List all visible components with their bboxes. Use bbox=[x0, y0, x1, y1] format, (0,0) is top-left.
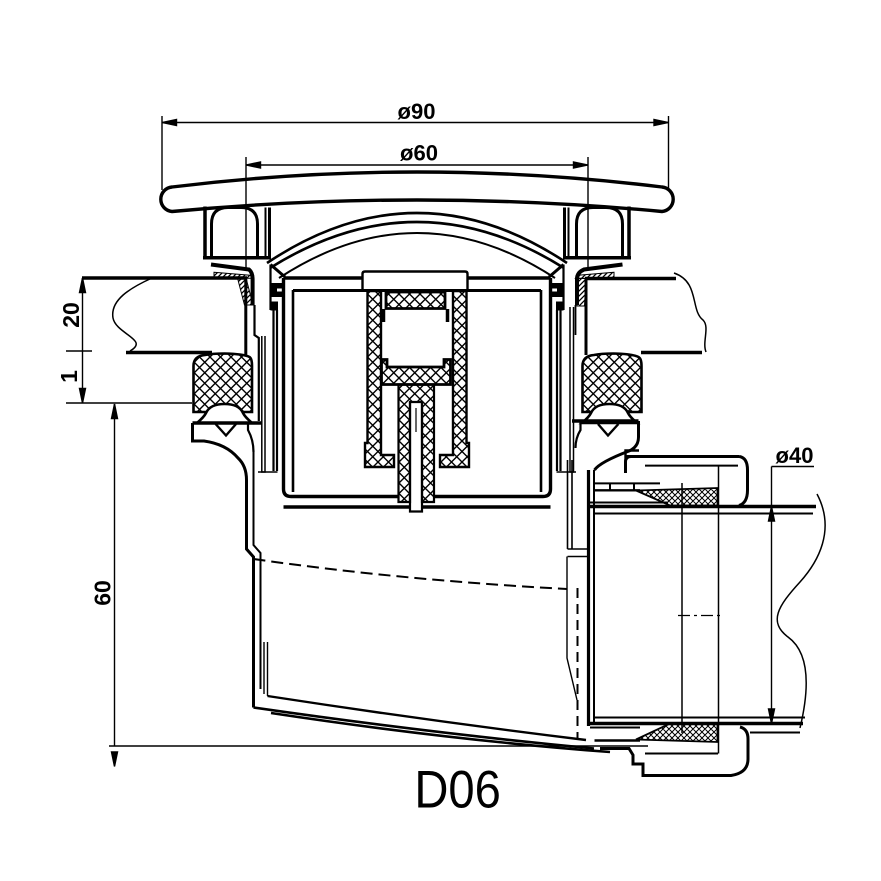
svg-text:ø40: ø40 bbox=[776, 443, 814, 468]
svg-text:D06: D06 bbox=[414, 760, 501, 819]
svg-text:20: 20 bbox=[58, 302, 84, 328]
svg-text:ø60: ø60 bbox=[400, 141, 438, 166]
svg-text:ø90: ø90 bbox=[398, 99, 436, 124]
svg-text:1: 1 bbox=[56, 370, 82, 383]
svg-text:60: 60 bbox=[90, 580, 116, 606]
